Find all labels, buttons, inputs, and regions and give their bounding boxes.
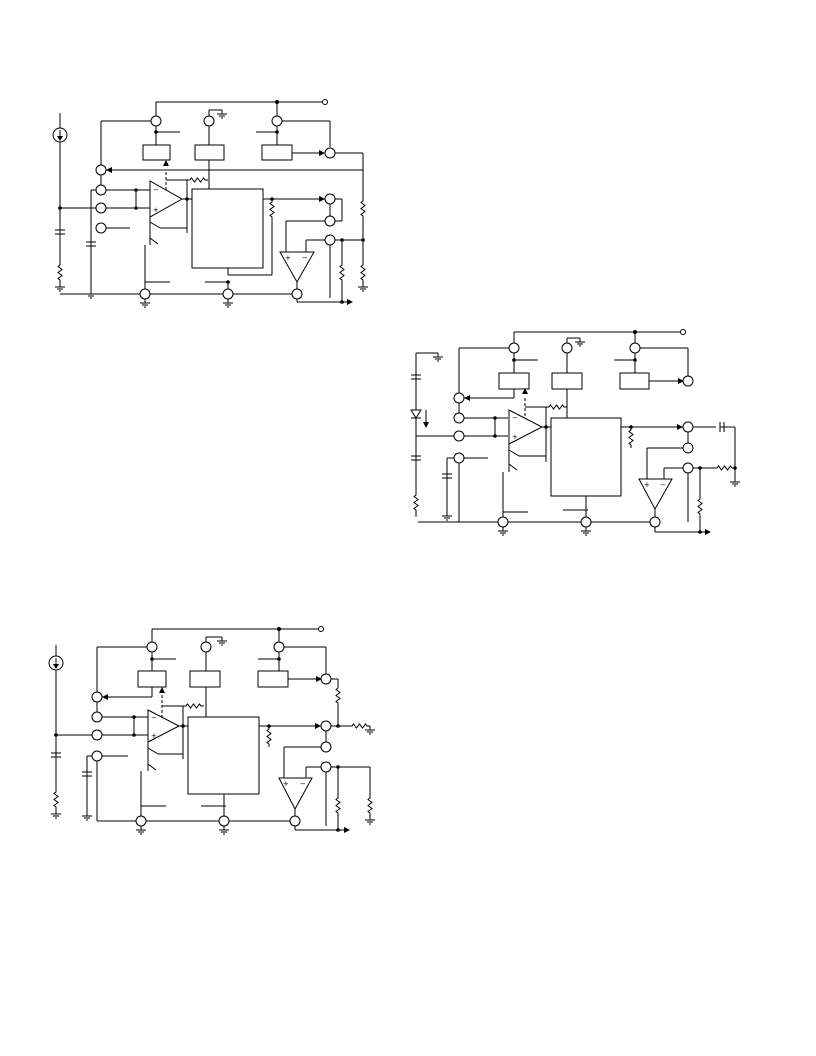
main-block — [187, 716, 260, 795]
pin-circle — [91, 711, 103, 723]
svg-text:+: + — [151, 732, 157, 740]
pin-circle — [561, 342, 573, 354]
pin-circle — [139, 288, 151, 300]
pin-circle — [324, 234, 336, 246]
pin-circle — [682, 462, 694, 474]
pin-circle — [135, 815, 147, 827]
pin-circle — [273, 641, 285, 653]
pin-circle — [200, 641, 212, 653]
pin-circle — [95, 184, 107, 196]
comparator — [638, 478, 673, 511]
pin-circle — [629, 342, 641, 354]
block-left — [142, 144, 171, 161]
pin-circle — [320, 720, 332, 732]
svg-text:+: + — [153, 206, 159, 214]
pin-circle — [291, 288, 303, 300]
ground-symbol — [216, 109, 228, 119]
pin-circle — [271, 115, 283, 127]
pin-circle — [95, 222, 107, 234]
op-amp — [147, 709, 181, 743]
pin-circle — [150, 115, 162, 127]
svg-text:−: − — [300, 780, 306, 788]
pin-circle — [91, 729, 103, 741]
pin-circle — [324, 147, 336, 159]
svg-text:+: + — [283, 780, 289, 788]
pin-circle — [682, 375, 694, 387]
ground-symbol — [574, 337, 586, 347]
block-right — [257, 670, 289, 688]
pin-circle — [453, 412, 465, 424]
pin-circle — [682, 421, 694, 433]
supply-terminal — [680, 329, 686, 335]
pin-circle — [508, 342, 520, 354]
pin-circle — [320, 761, 332, 773]
pin-circle — [320, 673, 332, 685]
pin-circle — [649, 516, 661, 528]
block-right — [261, 144, 293, 161]
pin-circle — [95, 164, 107, 176]
svg-text:−: − — [512, 414, 518, 422]
pin-circle — [682, 442, 694, 454]
block-right — [619, 372, 650, 390]
svg-text:−: − — [151, 714, 157, 722]
pin-circle — [453, 452, 465, 464]
pin-circle — [218, 815, 230, 827]
comparator — [278, 777, 313, 811]
block-middle — [551, 372, 583, 390]
svg-text:−: − — [302, 254, 308, 262]
pin-circle — [146, 641, 158, 653]
pin-circle — [453, 430, 465, 442]
pin-circle — [324, 215, 336, 227]
circuit-top-left: − + — [52, 99, 369, 308]
pin-circle — [453, 392, 465, 404]
supply-terminal — [318, 626, 324, 632]
pin-circle — [320, 741, 332, 753]
diode — [410, 409, 422, 419]
op-amp — [508, 409, 544, 445]
comparator — [279, 251, 315, 284]
svg-text:−: − — [153, 186, 159, 194]
pin-circle — [289, 815, 301, 827]
pin-circle — [324, 193, 336, 205]
pin-circle — [222, 288, 234, 300]
block-middle — [194, 144, 225, 161]
circuit-bottom-left: − + — [48, 626, 376, 835]
main-block — [191, 188, 264, 269]
circuit-right: − + — [410, 329, 741, 536]
pin-circle — [580, 516, 592, 528]
block-left — [137, 670, 167, 688]
pin-circle — [203, 115, 215, 127]
svg-text:+: + — [512, 433, 518, 441]
pin-circle — [95, 202, 107, 214]
svg-text:−: − — [660, 481, 666, 489]
svg-text:+: + — [644, 481, 650, 489]
pin-circle — [91, 691, 103, 703]
block-middle — [189, 670, 221, 688]
main-block — [550, 417, 622, 497]
pin-circle — [91, 750, 103, 762]
svg-text:+: + — [285, 254, 291, 262]
pin-circle — [497, 516, 509, 528]
ground-symbol — [216, 636, 228, 646]
block-left — [498, 372, 530, 390]
supply-terminal — [322, 99, 328, 105]
